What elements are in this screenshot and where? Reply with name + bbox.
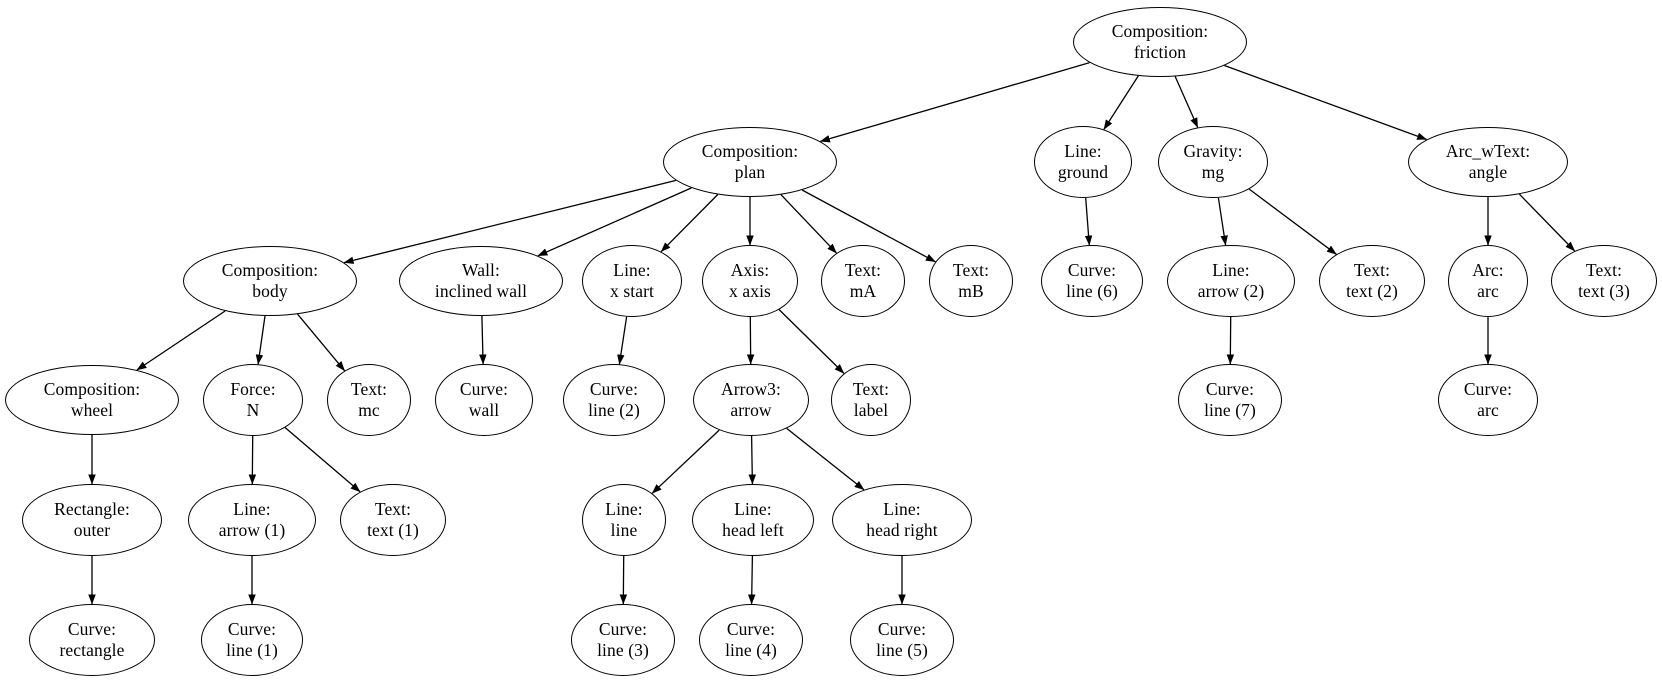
- graph-node-plan: Composition: plan: [663, 127, 837, 197]
- graph-node-label: Arrow3: arrow: [721, 379, 781, 420]
- graph-edge-arrow3-to-head_right: [786, 427, 865, 491]
- graph-node-text3: Text: text (3): [1551, 245, 1657, 317]
- graph-node-arrow2: Line: arrow (2): [1167, 245, 1295, 317]
- graph-node-label: Rectangle: outer: [54, 499, 130, 540]
- graph-node-outer: Rectangle: outer: [22, 484, 162, 556]
- graph-edge-mg-to-text2: [1248, 188, 1337, 255]
- graph-node-label: Line: arrow (1): [218, 499, 286, 540]
- graph-node-line5: Curve: line (5): [850, 604, 954, 676]
- graph-node-label: Composition: wheel: [43, 379, 141, 420]
- graph-edge-body-to-mc: [297, 313, 346, 372]
- graph-edge-ground-to-line6: [1084, 197, 1093, 246]
- graph-node-label: Curve: line (1): [226, 619, 278, 660]
- graph-node-label: Composition: body: [221, 260, 319, 301]
- graph-node-label: Curve: line (5): [876, 619, 928, 660]
- graph-node-text2: Text: text (2): [1319, 245, 1425, 317]
- graph-edge-friction-to-angle: [1224, 64, 1428, 141]
- graph-node-label: Curve: arc: [1463, 379, 1513, 420]
- graph-node-inclined_wall: Wall: inclined wall: [399, 246, 563, 316]
- graph-node-label: Line: head left: [722, 499, 784, 540]
- graph-node-line4: Curve: line (4): [699, 604, 803, 676]
- graph-node-label: Composition: plan: [701, 141, 799, 182]
- graph-node-wall: Curve: wall: [435, 364, 533, 436]
- graph-node-label: Force: N: [230, 379, 276, 420]
- graph-node-head_right: Line: head right: [832, 484, 972, 556]
- graph-node-label: Curve: line (6): [1066, 260, 1118, 301]
- graph-edge-friction-to-mg: [1174, 76, 1199, 128]
- graph-node-label: Text: mc: [350, 379, 388, 420]
- graph-node-label: Arc_wText: angle: [1445, 141, 1531, 182]
- graph-node-label: Curve: line (3): [597, 619, 649, 660]
- graph-node-mB: Text: mB: [929, 245, 1013, 317]
- graph-node-curve_arc: Curve: arc: [1438, 364, 1538, 436]
- graph-node-line1: Curve: line (1): [201, 604, 303, 676]
- graph-node-forceN: Force: N: [203, 364, 303, 436]
- graph-edge-plan-to-x_start: [660, 194, 719, 253]
- graph-node-label: Composition: friction: [1111, 21, 1209, 62]
- graph-node-line3: Curve: line (3): [571, 604, 675, 676]
- graph-edge-body-to-forceN: [255, 315, 266, 365]
- graph-node-mc: Text: mc: [327, 364, 411, 436]
- graph-node-label: Curve: wall: [459, 379, 509, 420]
- graph-node-arrow1: Line: arrow (1): [188, 484, 316, 556]
- graph-node-rectangle: Curve: rectangle: [29, 604, 155, 676]
- graph-node-x_axis: Axis: x axis: [702, 245, 798, 317]
- graph-node-label: Text: label: [831, 364, 911, 436]
- graph-node-ground: Line: ground: [1034, 126, 1132, 198]
- graph-edge-arrow3-to-line_part: [651, 429, 720, 494]
- graph-node-label: Line: line: [605, 499, 643, 540]
- graph-node-label: Line: head right: [866, 499, 938, 540]
- graph-node-label: Arc: arc: [1472, 260, 1504, 301]
- graph-edge-x_start-to-line2: [617, 316, 628, 365]
- graph-node-label: Gravity: mg: [1183, 141, 1243, 182]
- graph-node-line6: Curve: line (6): [1041, 245, 1143, 317]
- graph-edge-friction-to-plan: [819, 61, 1090, 143]
- graph-edge-forceN-to-text1: [284, 427, 361, 493]
- graph-node-arrow3: Arrow3: arrow: [693, 364, 809, 436]
- graph-node-label: Curve: line (4): [725, 619, 777, 660]
- graph-node-friction: Composition: friction: [1073, 7, 1247, 77]
- graph-edge-head_left-to-line4: [748, 555, 756, 605]
- graph-edge-x_axis-to-label: [778, 309, 845, 374]
- graph-node-label: Line: x start: [610, 260, 654, 301]
- graph-node-label: Axis: x axis: [729, 260, 771, 301]
- graph-node-mA: Text: mA: [821, 245, 905, 317]
- graph-node-line_part: Line: line: [582, 484, 666, 556]
- graph-node-label: Text: text (1): [367, 499, 419, 540]
- graph-edge-friction-to-ground: [1103, 75, 1139, 130]
- graph-node-label: Text: mB: [952, 260, 990, 301]
- graph-node-label: Line: ground: [1057, 141, 1109, 182]
- graph-node-label: Text: mA: [844, 260, 882, 301]
- graph-node-line7: Curve: line (7): [1178, 364, 1282, 436]
- graph-edge-mg-to-arrow2: [1217, 197, 1228, 246]
- graph-edge-plan-to-mA: [780, 194, 837, 254]
- graph-node-label: Curve: rectangle: [59, 619, 125, 660]
- graph-node-label: Curve: line (2): [588, 379, 640, 420]
- graph-edge-body-to-wheel: [136, 310, 226, 371]
- graph-node-head_left: Line: head left: [692, 484, 814, 556]
- graph-node-body: Composition: body: [183, 246, 357, 316]
- graph-node-arc_shape: Arc: arc: [1448, 245, 1528, 317]
- graph-node-label: Wall: inclined wall: [434, 260, 528, 301]
- graph-node-label: Text: text (2): [1346, 260, 1398, 301]
- graph-node-label: Line: arrow (2): [1197, 260, 1265, 301]
- graph-edge-plan-to-inclined_wall: [537, 187, 692, 257]
- graph-node-label: Curve: line (7): [1204, 379, 1256, 420]
- graph-node-mg: Gravity: mg: [1158, 126, 1268, 198]
- graph-node-wheel: Composition: wheel: [5, 365, 179, 435]
- graph-node-label: Text: label: [852, 379, 890, 420]
- graph-node-label: Text: text (3): [1578, 260, 1630, 301]
- graph-edge-angle-to-text3: [1518, 193, 1576, 252]
- graph-edge-arrow3-to-head_left: [748, 435, 756, 485]
- graph-node-text1: Text: text (1): [340, 484, 446, 556]
- graph-edge-inclined_wall-to-wall: [479, 315, 487, 365]
- graph-node-line2: Curve: line (2): [563, 364, 665, 436]
- graph-node-x_start: Line: x start: [582, 245, 682, 317]
- graph-node-angle: Arc_wText: angle: [1408, 127, 1568, 197]
